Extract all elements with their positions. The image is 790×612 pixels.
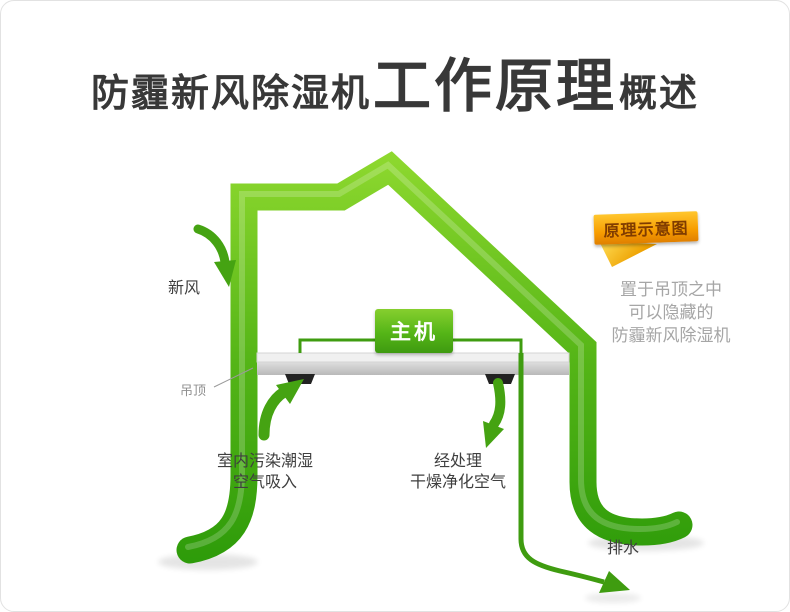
intake-label-line1: 室内污染潮湿 <box>216 453 313 470</box>
intake-arrowhead <box>276 379 304 404</box>
house-outline <box>176 151 693 564</box>
drain-pipe <box>518 353 605 585</box>
house-outline-highlight <box>185 161 680 550</box>
processed-air-line1: 经处理 <box>433 453 482 470</box>
intake-arrow <box>258 386 290 441</box>
intake-label: 室内污染潮湿 空气吸入 <box>199 451 331 493</box>
drain-label: 排水 <box>607 540 640 557</box>
outlet-arrowhead <box>483 421 504 448</box>
principle-banner-label: 原理示意图 <box>603 220 689 241</box>
outlet-arrow <box>489 378 506 429</box>
fresh-air-arrow <box>193 224 230 267</box>
ceiling-label: 吊顶 <box>180 383 207 398</box>
processed-air-line2: 干燥净化空气 <box>409 474 506 491</box>
note-line1: 置于吊顶之中 <box>620 280 722 299</box>
title-prefix: 防霾新风除湿机 <box>90 73 371 115</box>
note-line3: 防霾新风除湿机 <box>611 326 731 345</box>
ceiling-slab-front <box>257 362 569 375</box>
main-unit-label: 主机 <box>390 321 438 344</box>
ceiling-pointer-line <box>213 367 254 388</box>
fresh-air-arrowhead <box>214 260 236 287</box>
title-main: 工作原理 <box>372 54 617 119</box>
note-line2: 可以隐藏的 <box>628 303 714 322</box>
duct-left <box>298 338 375 353</box>
ceiling-slab-top <box>256 352 570 363</box>
duct-right <box>453 338 523 353</box>
principle-banner: 原理示意图 <box>593 211 699 245</box>
main-unit-box: 主机 <box>375 309 453 353</box>
drain-shadow <box>585 593 641 603</box>
page-title: 防霾新风除湿机 工作原理 概述 <box>1 39 789 123</box>
fresh-air-label: 新风 <box>168 280 201 297</box>
processed-air-label: 经处理 干燥净化空气 <box>393 451 523 493</box>
title-suffix: 概述 <box>619 73 700 115</box>
intake-label-line2: 空气吸入 <box>232 474 297 491</box>
drain-arrowhead <box>599 571 630 593</box>
banner-fold <box>599 241 657 267</box>
hidden-unit-note: 置于吊顶之中 可以隐藏的 防霾新风除湿机 <box>587 278 755 347</box>
